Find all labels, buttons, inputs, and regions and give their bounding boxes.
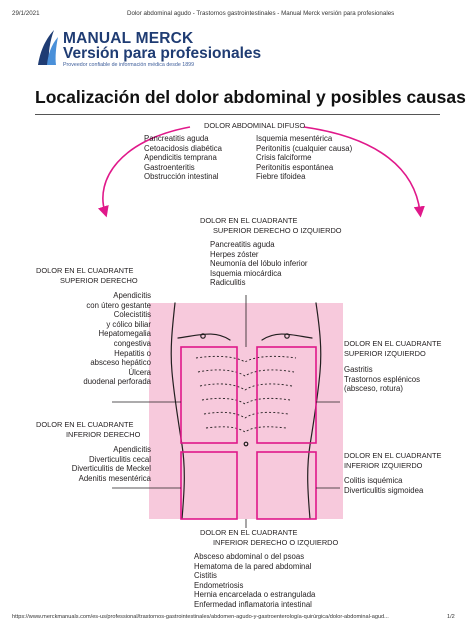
list-item: Absceso abdominal o del psoas	[194, 552, 305, 561]
list-item: Hepatomegalia	[98, 329, 151, 339]
list-item: Fiebre tifoidea	[256, 172, 306, 182]
list-item: Gastritis	[344, 365, 373, 374]
list-item: Pancreatitis aguda	[210, 240, 275, 249]
upper-center-label-2: SUPERIOR DERECHO O IZQUIERDO	[213, 226, 342, 235]
lower-center-causes: Absceso abdominal o del psoas Hematoma d…	[194, 552, 315, 610]
rlq-label-2: INFERIOR DERECHO	[66, 430, 141, 439]
list-item: Peritonitis (cualquier causa)	[256, 143, 353, 153]
upper-center-causes: Pancreatitis aguda Herpes zóster Neumoní…	[210, 240, 308, 288]
llq-label-2: INFERIOR IZQUIERDO	[344, 461, 423, 470]
list-item: Radiculitis	[210, 278, 246, 288]
diffuse-arrow-left	[97, 126, 191, 218]
llq-causes: Colitis isquémica Diverticulitis sigmoid…	[344, 476, 423, 495]
list-item: congestiva	[113, 338, 151, 348]
list-item: Crisis falciforme	[256, 153, 312, 163]
luq-causes: Gastritis Trastornos esplénicos (absceso…	[344, 365, 420, 394]
rlq-label-1: DOLOR EN EL CUADRANTE	[36, 420, 134, 429]
ruq-label-1: DOLOR EN EL CUADRANTE	[36, 266, 134, 275]
luq-label-1: DOLOR EN EL CUADRANTE	[344, 339, 442, 348]
diffuse-causes-right: Isquemia mesentérica Peritonitis (cualqu…	[256, 134, 352, 182]
list-item: Adenitis mesentérica	[78, 473, 151, 483]
list-item: Neumonía del lóbulo inferior	[210, 259, 308, 269]
figure-title: Localización del dolor abdominal y posib…	[35, 87, 466, 107]
list-item: Úlcera	[128, 367, 151, 377]
lower-center-label-2: INFERIOR DERECHO O IZQUIERDO	[213, 538, 339, 547]
brand-name: MANUAL MERCK	[63, 30, 194, 47]
rlq-causes: Apendicitis Diverticulitis cecal Diverti…	[40, 445, 151, 483]
quadrant-lower-left-box	[256, 451, 317, 520]
list-item: Apendicitis temprana	[144, 153, 217, 163]
list-item: Apendicitis	[113, 445, 151, 454]
brand-tagline: Proveedor confiable de información médic…	[63, 62, 195, 68]
list-item: Peritonitis espontánea	[256, 162, 334, 172]
list-item: Cetoacidosis diabética	[144, 143, 223, 153]
list-item: Isquemia miocárdica	[210, 268, 282, 278]
diffuse-causes-left: Pancreatitis aguda Cetoacidosis diabétic…	[144, 134, 222, 182]
list-item: Endometriosis	[194, 580, 244, 590]
quadrant-upper-right-box	[180, 346, 238, 444]
luq-label-2: SUPERIOR IZQUIERDO	[344, 349, 426, 358]
print-page-title: Dolor abdominal agudo - Trastornos gastr…	[127, 10, 395, 17]
list-item: Pancreatitis aguda	[144, 134, 209, 143]
list-item: con útero gestante	[86, 300, 151, 310]
list-item: Obstrucción intestinal	[144, 172, 219, 182]
print-url[interactable]: https://www.merckmanuals.com/es-us/profe…	[12, 614, 389, 620]
list-item: Gastroenteritis	[144, 162, 195, 172]
list-item: Herpes zóster	[210, 249, 259, 259]
print-date: 29/1/2021	[12, 10, 40, 17]
print-page-number: 1/2	[447, 614, 455, 620]
list-item: Colecistitis	[113, 310, 151, 320]
ruq-label-2: SUPERIOR DERECHO	[60, 276, 138, 285]
list-item: Diverticulitis cecal	[89, 454, 151, 464]
lower-center-label-1: DOLOR EN EL CUADRANTE	[200, 528, 298, 537]
upper-center-label-1: DOLOR EN EL CUADRANTE	[200, 216, 298, 225]
merck-logo-icon	[38, 30, 58, 65]
list-item: Isquemia mesentérica	[256, 134, 333, 143]
list-item: Apendicitis	[113, 291, 151, 300]
diffuse-pain-label: DOLOR ABDOMINAL DIFUSO	[204, 121, 306, 130]
list-item: Trastornos esplénicos	[344, 374, 420, 384]
list-item: Hepatitis o	[114, 348, 151, 358]
list-item: y cólico biliar	[106, 319, 151, 329]
list-item: Hernia encarcelada o estrangulada	[194, 590, 316, 600]
list-item: Cistitis	[194, 571, 217, 581]
list-item: Diverticulitis sigmoidea	[344, 485, 424, 495]
brand-subtitle: Versión para profesionales	[63, 45, 262, 62]
diffuse-arrow-right	[303, 126, 425, 218]
list-item: Colitis isquémica	[344, 476, 403, 485]
list-item: (absceso, rotura)	[344, 384, 403, 394]
ruq-causes: Apendicitis con útero gestante Colecisti…	[40, 291, 151, 387]
title-rule	[35, 114, 440, 115]
quadrant-upper-left-box	[256, 346, 317, 444]
list-item: Enfermedad inflamatoria intestinal	[194, 599, 312, 609]
llq-label-1: DOLOR EN EL CUADRANTE	[344, 451, 442, 460]
list-item: Hematoma de la pared abdominal	[194, 561, 312, 571]
list-item: absceso hepático	[90, 358, 151, 368]
list-item: Diverticulitis de Meckel	[71, 464, 151, 474]
quadrant-lower-right-box	[180, 451, 238, 520]
list-item: duodenal perforada	[83, 377, 151, 387]
footer-band	[0, 612, 474, 632]
